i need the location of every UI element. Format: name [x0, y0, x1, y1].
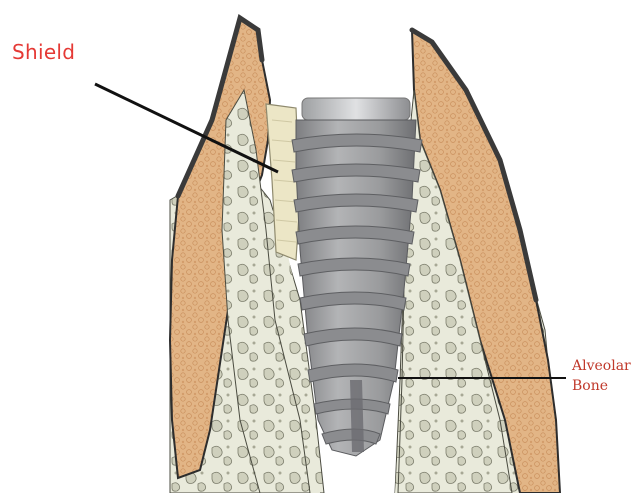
- alveolar-label-line1: Alveolar: [572, 356, 638, 376]
- alveolar-label-line2: Bone: [572, 376, 638, 396]
- implant-flute: [350, 380, 364, 452]
- alveolar-bone-label: Alveolar Bone: [572, 356, 638, 396]
- shield-label: Shield: [12, 40, 75, 64]
- implant-collar: [302, 98, 410, 120]
